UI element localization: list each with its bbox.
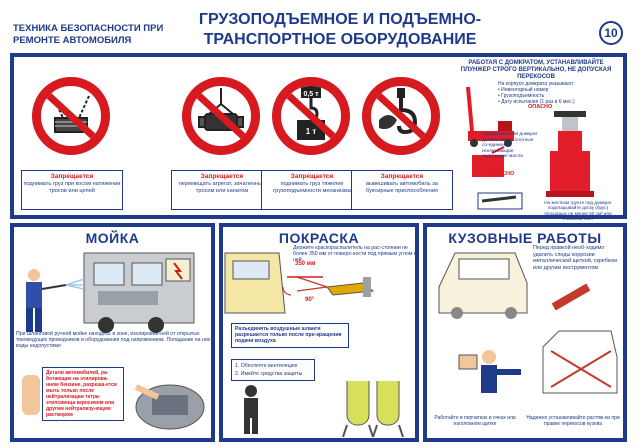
- sign-text-1: поднимать груз при косом натяжении тросо…: [23, 181, 121, 194]
- poster-title-line-2: ТРАНСПОРТНОЕ ОБОРУДОВАНИЕ: [203, 31, 477, 48]
- rope-unit-icon: [194, 88, 248, 141]
- washing-illustration: [26, 252, 195, 333]
- bodywork-note-3: Надежно устанавливайте растяж-ки при пра…: [526, 415, 620, 427]
- washing-panel: МОЙКА При шланго: [10, 223, 215, 442]
- jack-note-1: • Инвентарный номер: [498, 87, 549, 93]
- jack-danger-label-2: ОПАСНО: [490, 171, 515, 177]
- cabin-shell-icon: [438, 252, 528, 319]
- prohibition-sign-3: 0,5 т 1 т: [272, 77, 350, 155]
- angle-label: 90°: [305, 297, 315, 303]
- sign-warn-2: Запрещается: [200, 173, 244, 180]
- load-weight-label: 1 т: [306, 127, 317, 136]
- poster-title-line-1: ГРУЗОПОДЪЕМНОЕ И ПОДЪЕМНО-: [198, 11, 482, 28]
- stretched-cabin-icon: [542, 330, 618, 394]
- sign-warn-4: Запрещается: [380, 173, 424, 180]
- painting-checklist: 1. Обеспечте вентиляцию 2. Имейте средст…: [231, 359, 315, 381]
- truck-icon: [83, 252, 195, 333]
- overload-hook-icon: 0,5 т 1 т: [284, 86, 338, 141]
- bodywork-illustration: [438, 252, 618, 394]
- painter-icon: [244, 385, 258, 434]
- painting-panel: ПОКРАСКА Держите краскораспылитель на ра…: [219, 223, 419, 442]
- prohibition-sign-1: [32, 77, 110, 155]
- chain-sling-icon: [44, 91, 98, 141]
- sign-warn-3: Запрещается: [290, 173, 334, 180]
- painting-note-2: Разъединять воздушные шланги разрешается…: [231, 323, 349, 348]
- painting-note-1: Держите краскораспылитель на рас-стоянии…: [293, 245, 417, 264]
- washing-title: МОЙКА: [85, 230, 140, 246]
- jack-note-2: • Грузоподъемность: [498, 93, 545, 99]
- sheet-number-badge: 10: [599, 21, 623, 45]
- bodywork-note-1: Перед правкой необ-ходимо удалить следы …: [533, 245, 617, 271]
- poster-title: ГРУЗОПОДЪЕМНОЕ И ПОДЪЕМНО- ТРАНСПОРТНОЕ …: [175, 10, 505, 50]
- jack-notes-title: На корпусе домкрата указывают:: [498, 81, 575, 87]
- bodyworker-icon: [458, 350, 521, 393]
- jack-illustration: [466, 86, 594, 210]
- lifting-equipment-panel: Запрещается поднимать груз при косом нат…: [10, 53, 627, 222]
- jack-hydraulic-note: Гидравлический домкрат должен иметь плот…: [482, 132, 538, 160]
- distance-label: 350 мм: [295, 261, 316, 267]
- jack-section-title: РАБОТАЯ С ДОМКРАТОМ, УСТАНАВЛИВАЙТЕ ПЛУН…: [460, 60, 612, 80]
- tilted-jack-icon: [472, 155, 504, 177]
- bodywork-panel: КУЗОВНЫЕ РАБОТЫ Перед правкой необ-ходим…: [423, 223, 627, 442]
- wash-part-illustration: [134, 384, 205, 430]
- washing-note-2: Детали автомобилей, ра-ботающих на этили…: [42, 367, 124, 421]
- sign-warn-1: Запрещается: [50, 173, 94, 180]
- prohibition-sign-4: [362, 77, 440, 155]
- spray-illustration: [224, 252, 375, 314]
- sign-text-4: вывешивать автомобиль за буксирные присп…: [366, 181, 438, 194]
- bodywork-title: КУЗОВНЫЕ РАБОТЫ: [448, 230, 602, 246]
- car-cabin-icon: [224, 252, 286, 314]
- paint-tank-icon: [342, 381, 404, 437]
- jack-notes: На корпусе домкрата указывают: • Инвента…: [498, 81, 578, 105]
- spray-gun-icon: [296, 276, 375, 297]
- jack-note-3: • Дату испытания (1 раз в 6 мес.): [498, 99, 575, 105]
- sign-caption-3: Запрещается поднимать груз тяжелее грузо…: [261, 170, 363, 210]
- sign-text-2: перемещать агрегат, зачаленный тросом ил…: [178, 181, 266, 194]
- load-capacity-label: 0,5 т: [303, 91, 319, 98]
- tow-hook-icon: [374, 88, 428, 141]
- wire-brush-icon: [551, 283, 591, 311]
- poster-subtitle: ТЕХНИКА БЕЗОПАСНОСТИ ПРИ РЕМОНТЕ АВТОМОБ…: [13, 23, 164, 46]
- sign-caption-2: Запрещается перемещать агрегат, зачаленн…: [171, 170, 273, 210]
- trolley-jack-icon: [466, 86, 514, 147]
- washing-note-1: При шланговой ручной мойке находясь в зо…: [16, 331, 211, 350]
- bodywork-note-2: Работайте в перчатках и очках или наголо…: [434, 415, 516, 427]
- painting-title: ПОКРАСКА: [278, 230, 360, 246]
- checklist-item-2: 2. Имейте средства защиты: [235, 371, 303, 377]
- jack-caption: На жестком грунте под домкрат подкладыва…: [544, 200, 612, 222]
- wash-part-hand-icon: [22, 375, 40, 415]
- washer-worker-icon: [26, 269, 85, 332]
- sign-text-3: поднимать груз тяжелее грузоподъемности …: [273, 181, 351, 194]
- prohibition-sign-2: [182, 77, 260, 155]
- bottle-jack-icon: [546, 111, 594, 197]
- sign-caption-4: Запрещается вывешивать автомобиль за бук…: [351, 170, 453, 210]
- jack-danger-label-1: ОПАСНО: [528, 104, 553, 110]
- painting-equipment-illustration: [244, 381, 404, 437]
- checklist-item-1: 1. Обеспечте вентиляцию: [235, 363, 298, 369]
- sign-caption-1: Запрещается поднимать груз при косом нат…: [21, 170, 123, 210]
